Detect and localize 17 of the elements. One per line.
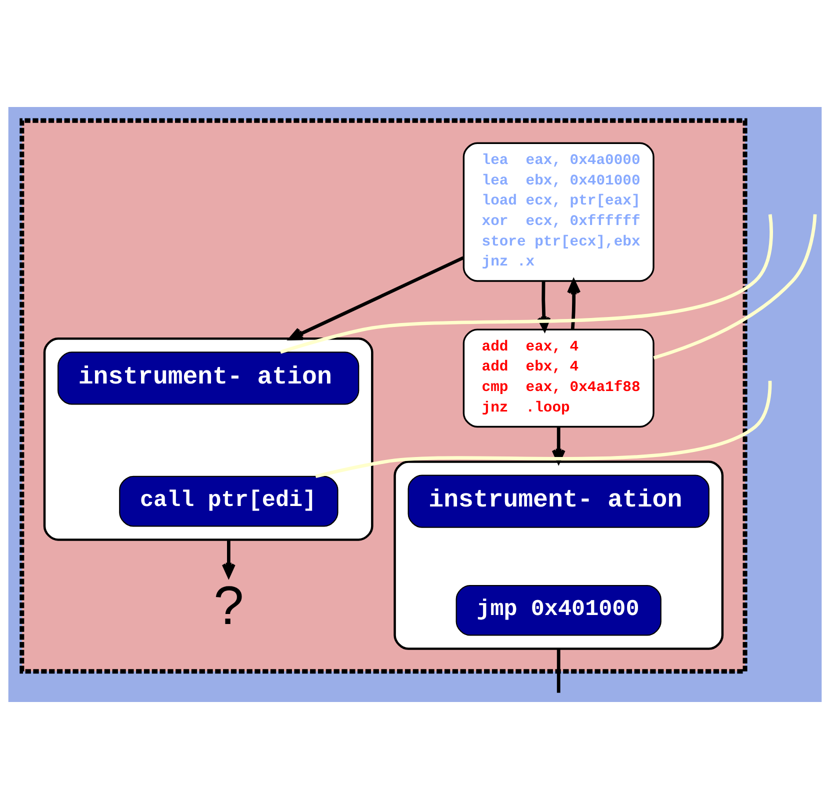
connector bbox=[653, 214, 817, 359]
arrow bbox=[222, 539, 236, 577]
connector bbox=[280, 214, 773, 354]
connector bbox=[556, 648, 560, 692]
node-text: ? bbox=[214, 575, 244, 636]
cluster bbox=[20, 118, 748, 674]
cluster bbox=[43, 337, 374, 540]
node-box: jmp 0x401000 bbox=[456, 584, 662, 636]
node-box: call ptr[edi] bbox=[119, 475, 338, 526]
node-box: lea eax, 0x4a0000 lea ebx, 0x401000 load ecx, ptr[eax] xor ecx, 0xffffff store ptr[ecx],ebx jnz .x bbox=[462, 142, 654, 282]
node-box: add eax, 4 add ebx, 4 cmp eax, 0x4a1f88 jnz .loop bbox=[462, 328, 654, 428]
connector bbox=[315, 380, 772, 478]
arrow bbox=[288, 256, 464, 340]
node-box: instrument- ation bbox=[58, 351, 360, 404]
cluster bbox=[394, 460, 724, 650]
node-box: instrument- ation bbox=[408, 474, 710, 528]
arrow bbox=[567, 279, 581, 330]
